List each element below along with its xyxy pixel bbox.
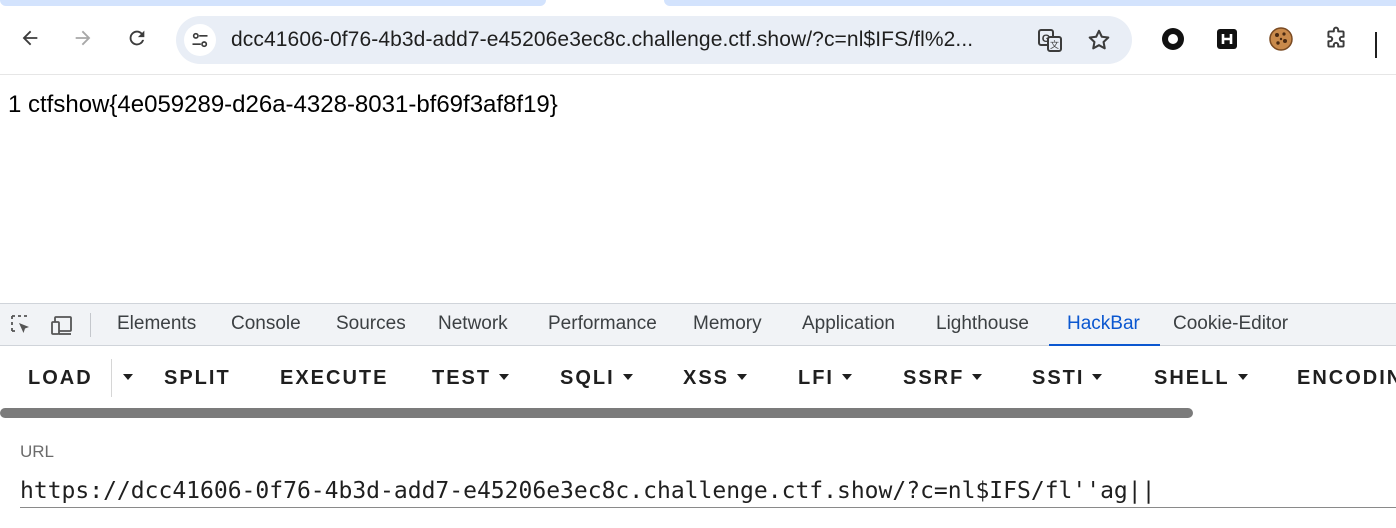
tab-application[interactable]: Application	[802, 313, 895, 334]
extension-circle-button[interactable]	[1158, 24, 1188, 54]
address-bar[interactable]: dcc41606-0f76-4b3d-add7-e45206e3ec8c.cha…	[176, 16, 1132, 64]
chevron-down-icon	[972, 373, 983, 380]
ssti-menu-label: SSTI	[1032, 367, 1085, 389]
load-button[interactable]: LOAD	[28, 365, 93, 391]
ring-icon	[1162, 28, 1184, 50]
execute-button-label: EXECUTE	[280, 367, 389, 389]
load-split-divider	[111, 359, 112, 397]
page-output-text: 1 ctfshow{4e059289-d26a-4328-8031-bf69f3…	[8, 91, 558, 118]
hackbar-h-icon	[1217, 29, 1237, 49]
chevron-down-icon	[622, 373, 633, 380]
chevron-down-icon	[842, 373, 852, 380]
xss-menu-button[interactable]: XSS	[683, 365, 748, 391]
sqli-menu-label: SQLI	[560, 367, 615, 389]
forward-button[interactable]	[67, 22, 99, 54]
back-button[interactable]	[14, 22, 46, 54]
tab-performance[interactable]: Performance	[548, 313, 657, 334]
tab-hackbar[interactable]: HackBar	[1049, 304, 1160, 346]
url-input[interactable]	[20, 474, 1396, 508]
lfi-menu-label: LFI	[798, 367, 834, 389]
inspect-element-button[interactable]	[8, 313, 34, 337]
test-menu-label: TEST	[432, 367, 492, 389]
chevron-down-icon	[737, 373, 748, 380]
tab-sources[interactable]: Sources	[336, 313, 406, 334]
chevron-down-icon	[1092, 373, 1103, 380]
tab-cookie-editor[interactable]: Cookie-Editor	[1173, 313, 1289, 334]
devtools-tab-bar: Elements Console Sources Network Perform…	[0, 303, 1396, 346]
split-button-label: SPLIT	[164, 367, 231, 389]
ssrf-menu-button[interactable]: SSRF	[903, 365, 983, 391]
ssti-menu-button[interactable]: SSTI	[1032, 365, 1103, 391]
chevron-down-icon	[123, 373, 133, 380]
hackbar-horizontal-scrollbar[interactable]	[0, 408, 1396, 418]
inspect-icon	[11, 315, 29, 333]
tab-network[interactable]: Network	[438, 313, 508, 334]
cookie-editor-extension-button[interactable]	[1266, 24, 1296, 54]
arrow-left-icon	[22, 30, 38, 46]
ssrf-menu-label: SSRF	[903, 367, 965, 389]
split-button[interactable]: SPLIT	[164, 365, 231, 391]
shell-menu-label: SHELL	[1154, 367, 1230, 389]
tab-strip-bar	[664, 0, 1396, 6]
encoding-menu-button[interactable]: ENCODING	[1297, 365, 1396, 391]
svg-text:文: 文	[1050, 39, 1059, 51]
star-icon	[1088, 29, 1110, 50]
shell-menu-button[interactable]: SHELL	[1154, 365, 1248, 391]
tab-lighthouse[interactable]: Lighthouse	[936, 313, 1029, 334]
lfi-menu-button[interactable]: LFI	[798, 365, 852, 391]
tab-strip-active-tab[interactable]	[0, 0, 546, 6]
reload-button[interactable]	[121, 22, 153, 54]
tune-icon	[192, 32, 208, 48]
device-icon	[51, 316, 72, 335]
encoding-menu-label: ENCODING	[1297, 367, 1396, 389]
bookmark-button[interactable]	[1085, 26, 1113, 54]
tab-strip	[0, 0, 1396, 6]
translate-icon: G 文	[1038, 29, 1062, 52]
load-dropdown-button[interactable]	[115, 365, 133, 391]
translate-button[interactable]: G 文	[1036, 26, 1064, 54]
hackbar-extension-button[interactable]	[1212, 24, 1242, 54]
url-field-label: URL	[20, 442, 55, 461]
devtools-panel: Elements Console Sources Network Perform…	[0, 303, 1396, 528]
address-url-text[interactable]: dcc41606-0f76-4b3d-add7-e45206e3ec8c.cha…	[231, 28, 974, 51]
execute-button[interactable]: EXECUTE	[280, 365, 388, 391]
tab-console[interactable]: Console	[231, 313, 301, 334]
hackbar-toolbar: LOAD SPLIT EXECUTE TEST SQLI XSS LFI SSR…	[0, 345, 1396, 409]
site-info-button[interactable]	[184, 24, 216, 56]
devtools-tool-divider	[90, 313, 91, 337]
tab-elements[interactable]: Elements	[117, 313, 197, 334]
arrow-right-icon	[75, 30, 91, 46]
load-button-label: LOAD	[28, 367, 93, 389]
toolbar-divider	[1375, 32, 1377, 58]
extensions-menu-button[interactable]	[1321, 24, 1351, 54]
puzzle-icon	[1327, 26, 1345, 48]
scrollbar-thumb[interactable]	[0, 408, 1193, 418]
chevron-down-icon	[1237, 373, 1248, 380]
browser-toolbar: dcc41606-0f76-4b3d-add7-e45206e3ec8c.cha…	[0, 6, 1396, 74]
sqli-menu-button[interactable]: SQLI	[560, 365, 633, 391]
test-menu-button[interactable]: TEST	[432, 365, 510, 391]
toolbar-bottom-border	[0, 74, 1396, 75]
svg-text:G: G	[1042, 33, 1051, 45]
tab-memory[interactable]: Memory	[693, 313, 762, 334]
device-toolbar-button[interactable]	[49, 313, 75, 337]
xss-menu-label: XSS	[683, 367, 730, 389]
chevron-down-icon	[499, 373, 510, 380]
cookie-icon	[1269, 27, 1293, 51]
reload-icon	[129, 30, 145, 46]
